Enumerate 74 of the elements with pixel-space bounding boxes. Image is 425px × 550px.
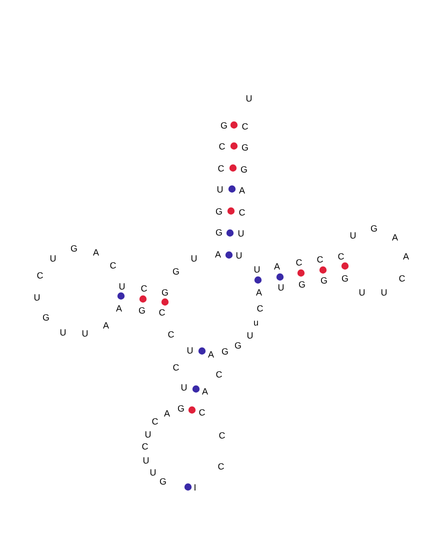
nucleotide-letter: A	[208, 350, 214, 360]
nucleotide-letter: G	[242, 144, 248, 152]
nucleotide-letter: U	[358, 288, 366, 298]
nucleotide-letter: A	[103, 322, 109, 330]
nucleotide-letter: C	[198, 408, 206, 418]
nucleotide-letter: U	[180, 384, 188, 392]
nucleotide-letter: A	[164, 410, 170, 418]
nucleotide-letter: C	[218, 432, 226, 440]
nucleotide-letter: C	[216, 370, 222, 380]
nucleotide-letter: G	[216, 208, 222, 216]
nucleotide-letter: U	[216, 186, 224, 194]
nucleotide-letter: C	[172, 364, 180, 372]
nucleotide-letter: G	[160, 478, 166, 486]
nucleotide-letter: A	[403, 252, 409, 262]
nucleotide-letter: C	[110, 262, 116, 270]
nucleotide-letter: G	[162, 288, 168, 298]
nucleotide-letter: C	[218, 462, 224, 472]
nucleotide-letter: u	[254, 318, 258, 328]
nucleotide-letter: G	[342, 274, 348, 284]
nucleotide-letter: U	[254, 266, 260, 274]
nucleotide-letter: U	[350, 232, 356, 240]
nucleotide-letter: C	[218, 164, 224, 174]
nucleotide-letter: A	[93, 248, 99, 258]
nucleotide-letter: G	[138, 306, 146, 316]
nucleotide-letter: C	[296, 258, 302, 268]
nucleotide-letter: G	[172, 268, 180, 276]
nucleotide-letter: G	[320, 276, 328, 286]
nucleotide-letter: C	[242, 122, 248, 132]
nucleotide-letter: U	[278, 284, 284, 292]
nucleotide-letter: G	[220, 122, 228, 130]
nucleotide-letter: U	[118, 282, 126, 292]
nucleotide-letter: G	[42, 314, 50, 322]
nucleotide-letter: A	[116, 304, 122, 314]
nucleotide-letter: C	[152, 418, 158, 426]
nucleotide-letter: U	[236, 252, 242, 260]
nucleotide-letter: A	[202, 388, 208, 396]
nucleotide-letter: C	[238, 208, 246, 218]
nucleotide-letter: G	[70, 244, 78, 254]
nucleotide-letter: C	[398, 274, 406, 284]
nucleotide-letter: C	[36, 272, 44, 280]
nucleotide-letter: U	[142, 456, 150, 466]
nucleotide-letter: G	[234, 342, 242, 350]
nucleotide-letter: A	[215, 250, 221, 260]
nucleotide-letter: U	[380, 288, 388, 298]
nucleotide-letter: U	[190, 254, 198, 264]
nucleotide-letter: U	[246, 332, 254, 340]
nucleotide-letter: C	[256, 304, 264, 314]
nucleotide-letter: A	[256, 288, 262, 298]
nucleotide-letter: C	[168, 330, 174, 340]
nucleotide-letter: G	[240, 166, 248, 174]
nucleotide-letter: U	[144, 430, 152, 440]
nucleotide-letter: U	[82, 330, 88, 338]
nucleotide-letter: G	[370, 224, 378, 234]
nucleotide-letter: U	[186, 346, 194, 356]
nucleotide-letter: C	[142, 442, 148, 452]
nucleotide-letter: U	[246, 94, 252, 104]
nucleotide-letter: I	[194, 484, 196, 492]
nucleotide-letter: C	[158, 308, 166, 318]
nucleotide-letter: C	[338, 252, 344, 262]
nucleotide-letter: U	[50, 254, 56, 264]
nucleotide-letter: U	[60, 328, 66, 338]
nucleotide-letter: G	[216, 228, 222, 238]
nucleotide-letter: U	[150, 468, 156, 478]
nucleotide-letter: A	[392, 234, 398, 242]
nucleotide-letter: G	[222, 348, 228, 356]
nucleotide-letter: G	[298, 280, 306, 290]
nucleotide-letter: U	[238, 230, 244, 238]
nucleotide-letter: U	[34, 294, 40, 302]
nucleotide-letter: A	[239, 186, 245, 196]
nucleotide-letter: C	[218, 142, 226, 152]
nucleotide-letter: G	[178, 404, 184, 414]
nucleotide-letter: A	[274, 262, 280, 272]
nucleotide-letter: C	[140, 284, 148, 294]
nucleotide-letter: C	[316, 256, 324, 264]
